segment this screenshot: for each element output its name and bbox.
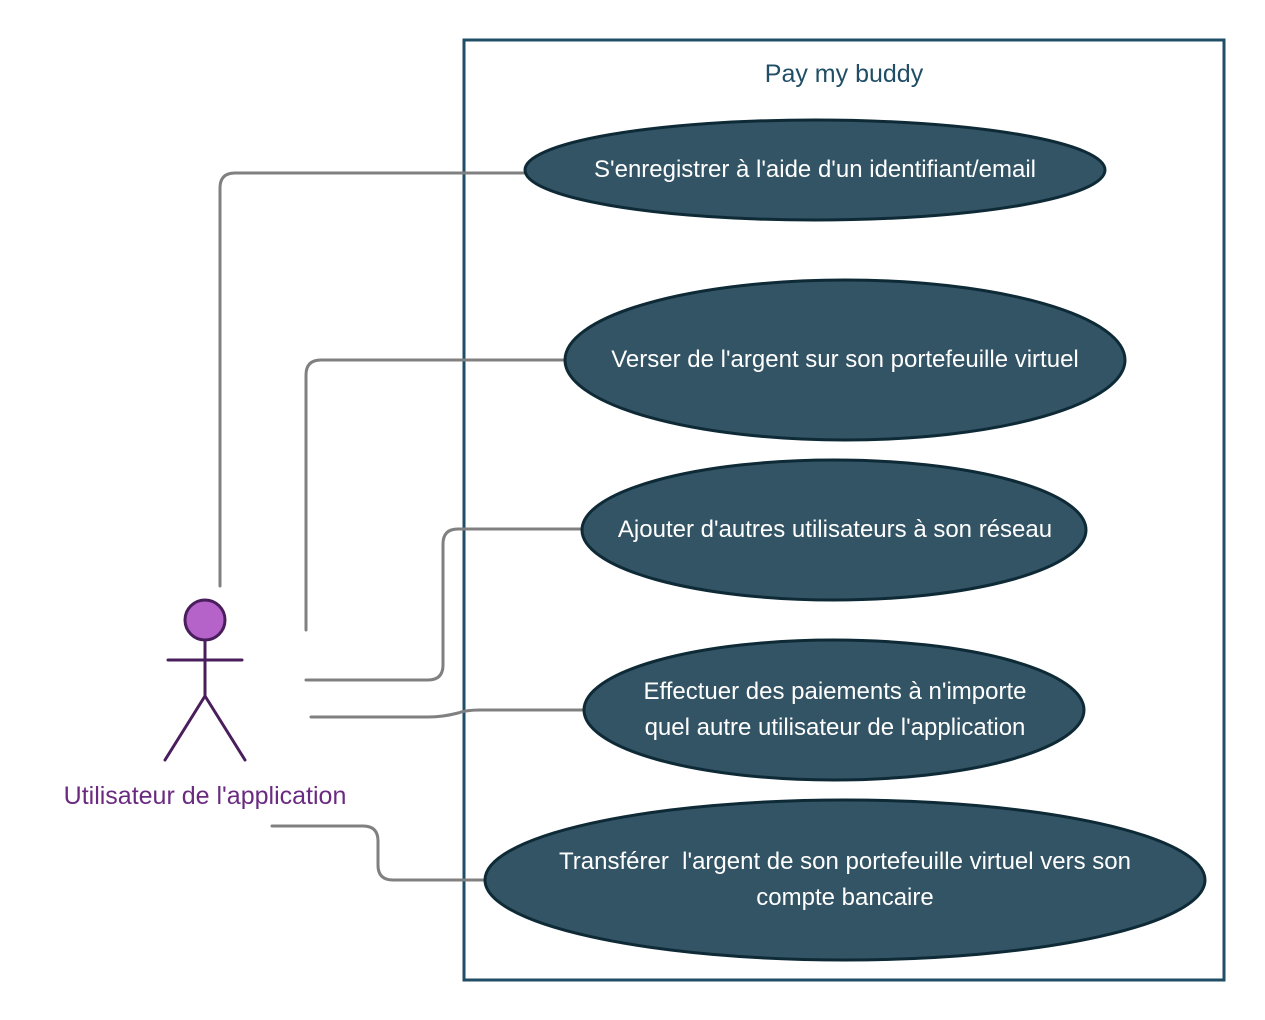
actor-head <box>183 598 227 642</box>
actor-figure <box>163 598 247 762</box>
use-case-payments-label-line1: Effectuer des paiements à n'importe <box>643 678 1027 705</box>
use-case-transfer[interactable]: Transférer l'argent de son portefeuille … <box>510 842 1180 918</box>
connector-deposit <box>304 358 568 632</box>
use-case-deposit-label: Verser de l'argent sur son portefeuille … <box>611 346 1079 373</box>
use-case-add-users-ellipse <box>580 458 1088 602</box>
connector-transfer <box>270 824 488 882</box>
use-case-register[interactable]: S'enregistrer à l'aide d'un identifiant/… <box>545 140 1085 200</box>
use-case-deposit-ellipse <box>563 278 1127 442</box>
use-case-register-label: S'enregistrer à l'aide d'un identifiant/… <box>594 156 1036 183</box>
use-case-transfer-ellipse <box>483 798 1207 962</box>
actor-label: Utilisateur de l'application <box>63 782 347 810</box>
use-case-transfer-label-line2: compte bancaire <box>756 884 934 911</box>
actor-right-leg <box>203 694 247 762</box>
use-case-add-users[interactable]: Ajouter d'autres utilisateurs à son rése… <box>590 500 1080 560</box>
actor-left-leg <box>163 694 207 762</box>
use-case-add-users-label: Ajouter d'autres utilisateurs à son rése… <box>617 516 1053 543</box>
use-case-payments[interactable]: Effectuer des paiements à n'importe quel… <box>600 672 1070 748</box>
use-case-register-ellipse <box>523 118 1107 222</box>
connector-add-users <box>304 527 585 682</box>
use-case-payments-label-line2: quel autre utilisateur de l'application <box>644 714 1026 741</box>
use-case-payments-ellipse <box>582 638 1086 782</box>
connector-register <box>218 171 529 588</box>
use-case-deposit[interactable]: Verser de l'argent sur son portefeuille … <box>575 330 1115 390</box>
use-case-transfer-label-line1: Transférer l'argent de son portefeuille … <box>559 848 1131 875</box>
connector-payments <box>309 708 588 719</box>
system-title: Pay my buddy <box>764 60 924 88</box>
